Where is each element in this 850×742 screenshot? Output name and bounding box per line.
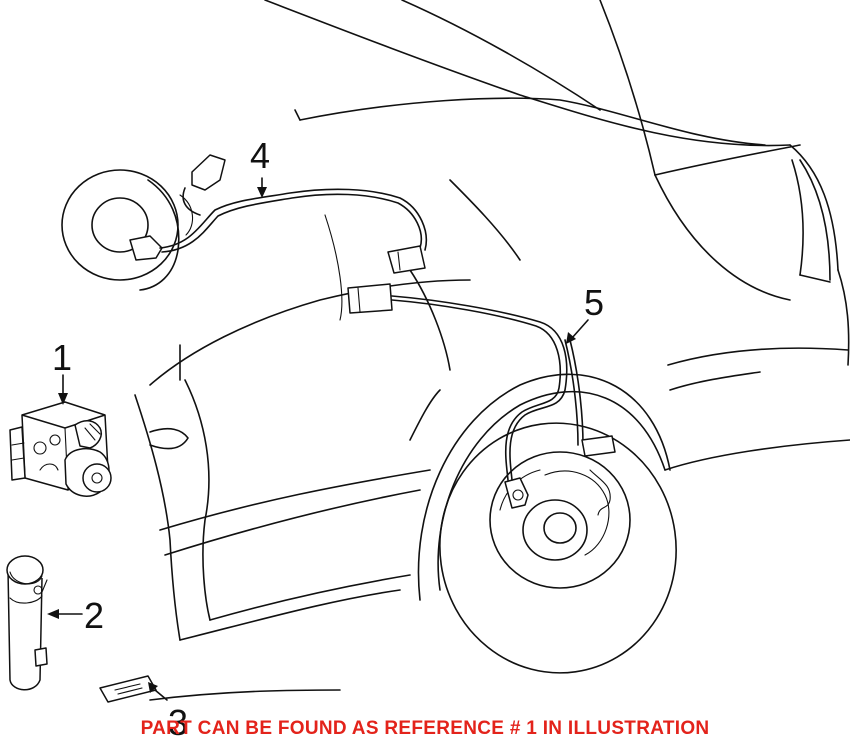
reference-caption: PART CAN BE FOUND AS REFERENCE # 1 IN IL… <box>141 718 710 739</box>
abs-hydraulic-unit <box>9 401 112 497</box>
callout-2: 2 <box>84 595 104 636</box>
car-body <box>134 0 850 701</box>
rear-wheel-sensor <box>504 477 529 509</box>
callout-4: 4 <box>250 135 270 176</box>
front-wheel-sensor <box>129 235 163 261</box>
abs-module-cylinder <box>6 555 48 691</box>
callout-1: 1 <box>52 337 72 378</box>
harness-5-connector <box>581 435 616 457</box>
callout-3: 3 <box>168 702 188 742</box>
callout-arrows <box>47 177 589 701</box>
harness-4-front-connector <box>191 154 226 191</box>
wiring-harness-4 <box>159 154 427 274</box>
front-wheel-hub <box>61 169 194 291</box>
harness-4-body-connector <box>387 245 426 274</box>
harness-5-body-connector <box>347 283 393 314</box>
rear-wheel-hub <box>489 451 631 589</box>
wiring-harness-5 <box>347 283 616 481</box>
abs-bracket <box>99 675 157 703</box>
callout-5: 5 <box>584 282 604 323</box>
